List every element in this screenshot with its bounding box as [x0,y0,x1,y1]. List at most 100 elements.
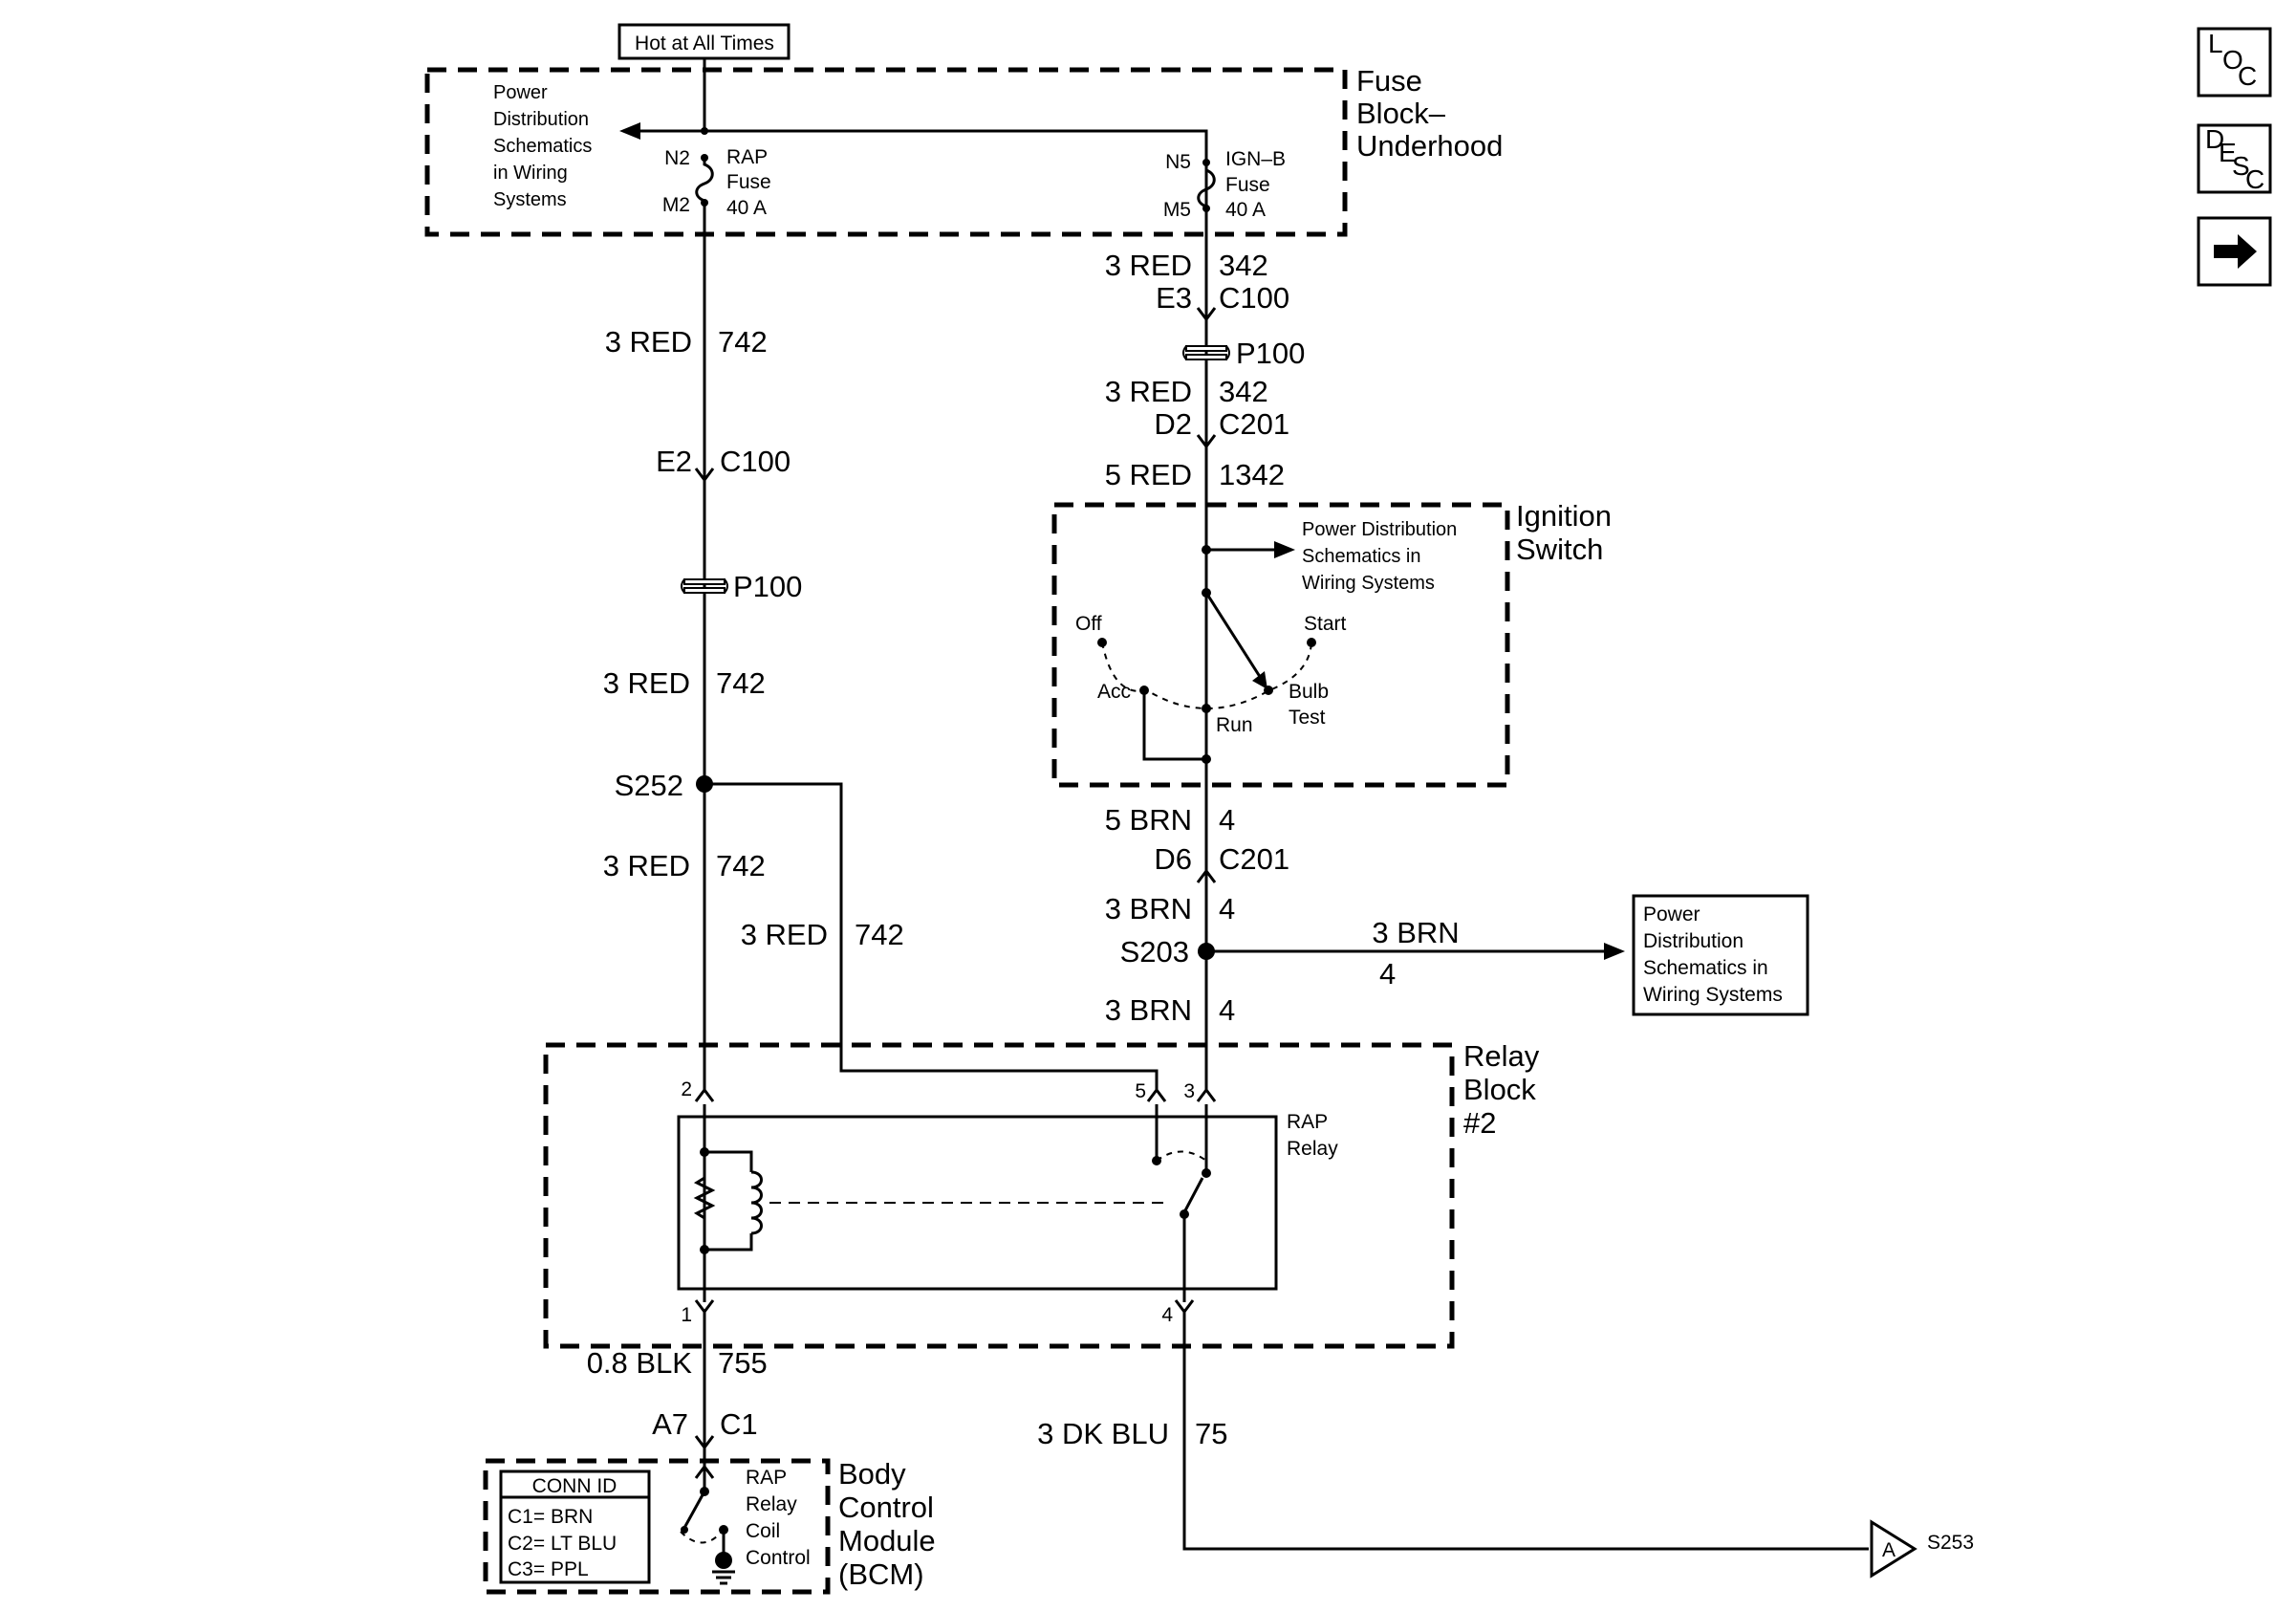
svg-text:Power: Power [1643,903,1700,925]
svg-text:Distribution: Distribution [493,109,589,130]
offpage-connector-icon[interactable] [1870,1519,1917,1578]
svg-text:Systems: Systems [493,189,567,210]
svg-text:Underhood: Underhood [1356,129,1503,163]
lr-conn-pin: D6 [1154,842,1192,876]
rap-fuse-out-pin: M2 [662,194,690,216]
ign-pos-bulb-test-dot [1264,686,1273,695]
left-wire1-circuit: 742 [718,325,768,359]
relay-pin-4-label: 4 [1161,1304,1173,1326]
loc-letter-c: C [2238,61,2257,91]
branch-wire-color: 3 RED [741,918,828,951]
ignition-switch-title: Ignition Switch [1516,499,1612,566]
br-wire-color: 3 DK BLU [1037,1417,1169,1450]
ign-acc-run-jumper [1142,690,1206,761]
desc-letter-s: S [2232,151,2250,181]
ign-pd-reference: Power Distribution Schematics in Wiring … [1302,519,1457,594]
lr-wire1-circuit: 4 [1219,803,1235,837]
rap-fuse-rating: 40 A [726,197,767,219]
conn-id-header: CONN ID [532,1475,617,1497]
relay-pin-5-label: 5 [1135,1080,1146,1102]
svg-text:Switch: Switch [1516,533,1603,566]
relay-block-title: Relay Block #2 [1463,1039,1540,1140]
bcm-input-terminal [694,1464,715,1479]
right-wire2-circuit: 342 [1219,375,1268,408]
lr-conn-connector: C201 [1219,842,1289,876]
relay-block-outline [543,1042,1455,1349]
svg-text:Wiring Systems: Wiring Systems [1643,984,1783,1006]
right-conn2-pin: D2 [1154,407,1192,441]
offpage-splice-label[interactable]: S253 [1927,1532,1974,1554]
ground-icon [712,1570,735,1585]
svg-text:RAP: RAP [746,1467,787,1489]
splice-s203-label: S203 [1120,935,1189,969]
connector-c100-left-icon [694,468,715,483]
hot-at-all-times-label: Hot at All Times [635,33,774,54]
right-wire1-color: 3 RED [1105,249,1192,282]
right-wire2-color: 3 RED [1105,375,1192,408]
relay-pin-2-terminal [694,1087,715,1102]
svg-text:Body: Body [838,1457,906,1491]
bcm-switch-arc [680,1531,723,1544]
lr-wire2-circuit: 4 [1219,892,1235,925]
bus-junction-dot [701,127,708,135]
bl-conn-connector: C1 [720,1407,758,1441]
desc-letter-d: D [2205,124,2224,154]
conn-id-c1: C1= BRN [508,1506,593,1528]
relay-pin-3-terminal [1196,1087,1217,1102]
right-wire1-circuit: 342 [1219,249,1268,282]
svg-text:Schematics: Schematics [493,136,592,157]
ign-fuse-name: IGN–B [1225,148,1286,170]
svg-text:Control: Control [746,1547,811,1569]
ign-pos-bulb-test-label: Bulb Test [1289,681,1329,729]
connector-c100-right-icon [1196,307,1217,322]
rap-fuse-name: RAP [726,146,768,168]
bcm-ground-node [715,1552,732,1569]
right-arrow-icon [2214,234,2257,269]
svg-text:#2: #2 [1463,1106,1496,1140]
ign-pos-run-label: Run [1216,714,1253,736]
right-conn2-connector: C201 [1219,407,1289,441]
branch-wire-742 [704,782,1159,1090]
desc-letter-c: C [2245,164,2264,194]
right-wire3-color: 5 RED [1105,458,1192,491]
s203-pd-reference-box [1632,894,1809,1016]
ign-fuse-out-pin: M5 [1163,199,1191,221]
ign-pos-start-dot [1307,638,1316,647]
relay-contact-arc [1156,1150,1207,1162]
loc-button[interactable]: L O C [2197,27,2272,98]
svg-text:Ignition: Ignition [1516,499,1612,533]
rap-fuse-type: Fuse [726,171,771,193]
loc-letter-o: O [2222,45,2243,75]
desc-button[interactable]: D E S C [2197,123,2272,194]
relay-pin-1-label: 1 [681,1304,692,1326]
left-splice-pack: P100 [733,570,802,603]
ign-pd-arrow-icon [1274,541,1295,558]
lr-wire3-color: 3 BRN [1105,993,1192,1027]
ign-fuse-rating: 40 A [1225,199,1266,221]
left-conn1-pin: E2 [656,445,692,478]
ignition-switch-outline [1051,502,1510,788]
suppression-resistor-icon [693,1176,716,1220]
branch-wire-circuit: 742 [855,918,904,951]
connector-c201-top-icon [1196,434,1217,449]
svg-text:Relay: Relay [1287,1138,1338,1160]
fuse-block-underhood-outline [424,67,1348,237]
next-page-button[interactable] [2197,216,2272,287]
svg-text:Distribution: Distribution [1643,930,1744,952]
bcm-switch-pivot-dot [681,1526,688,1534]
fuse-block-pd-reference: Power Distribution Schematics in Wiring … [493,82,592,210]
rap-fuse-in-pin: N2 [664,147,690,169]
ign-switch-blade-arrowhead [1252,671,1267,689]
br-wire-circuit: 75 [1195,1417,1227,1450]
svg-text:Schematics in: Schematics in [1643,957,1768,979]
svg-text:Wiring Systems: Wiring Systems [1302,573,1435,594]
bl-conn-pin: A7 [652,1407,688,1441]
lr-wire1-color: 5 BRN [1105,803,1192,837]
relay-switch-arm [1182,1177,1204,1213]
svg-text:Schematics in: Schematics in [1302,546,1421,567]
relay-pin-3-label: 3 [1183,1080,1195,1102]
svg-text:Bulb: Bulb [1289,681,1329,703]
loc-letter-l: L [2208,29,2223,58]
lr-wire3-circuit: 4 [1219,993,1235,1027]
